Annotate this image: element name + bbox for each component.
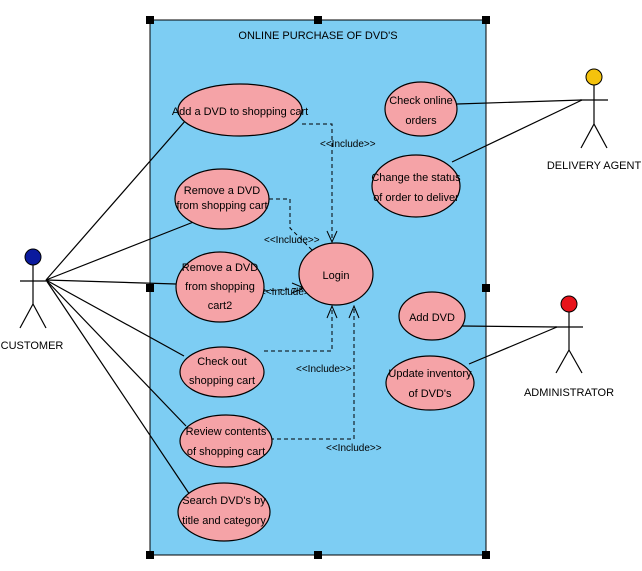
handle-bl[interactable]	[146, 551, 154, 559]
actor-delivery-agent-name: DELIVERY AGENT	[547, 160, 642, 172]
handle-bm[interactable]	[314, 551, 322, 559]
admin-associations	[461, 325, 558, 365]
administrator-head-icon	[560, 295, 578, 313]
assoc-admin-update[interactable]	[468, 326, 558, 365]
use-case-update-inventory[interactable]: Update inventory of DVD's	[385, 355, 475, 411]
dep-checkout-login[interactable]	[264, 308, 333, 352]
assoc-customer-checkout[interactable]	[45, 279, 185, 357]
use-case-remove-dvd-2[interactable]: Remove a DVD from shopping cart2	[175, 251, 265, 323]
use-case-search-dvds-line2: title and category	[182, 515, 266, 527]
use-case-change-status-line2: of order to deliver	[373, 192, 459, 204]
assoc-delivery-check[interactable]	[456, 99, 583, 105]
customer-associations	[45, 119, 197, 496]
selection-handles	[146, 16, 490, 559]
use-case-login-label: Login	[323, 270, 350, 282]
include-label-5: <<Include>>	[326, 443, 382, 454]
use-case-update-inventory-line2: of DVD's	[408, 388, 452, 400]
use-case-remove-dvd[interactable]: Remove a DVD from shopping cart	[174, 168, 270, 230]
actor-administrator-name: ADMINISTRATOR	[524, 387, 614, 399]
use-case-check-out-line2: shopping cart	[189, 375, 255, 387]
delivery-agent-head-icon	[585, 68, 603, 86]
assoc-customer-review[interactable]	[45, 279, 187, 427]
use-case-search-dvds-line1: Search DVD's by	[182, 495, 266, 507]
use-case-check-out-line1: Check out	[197, 356, 247, 368]
handle-tr[interactable]	[482, 16, 490, 24]
handle-mr[interactable]	[482, 284, 490, 292]
use-case-check-out[interactable]: Check out shopping cart	[179, 346, 265, 398]
use-case-remove-dvd-2-line3: cart2	[208, 300, 232, 312]
dep-checkout-login-head	[326, 304, 338, 319]
handle-ml[interactable]	[146, 284, 154, 292]
assoc-admin-add[interactable]	[461, 325, 558, 328]
use-case-search-dvds[interactable]: Search DVD's by title and category	[177, 482, 271, 542]
delivery-associations	[451, 99, 583, 163]
assoc-customer-search[interactable]	[45, 279, 191, 496]
assoc-customer-remove2[interactable]	[45, 279, 177, 285]
dep-remove2-login[interactable]	[263, 287, 303, 292]
actor-delivery-agent[interactable]: DELIVERY AGENT	[547, 68, 642, 172]
dep-review-login[interactable]	[270, 308, 355, 440]
use-case-remove-dvd-2-line2: from shopping	[185, 281, 255, 293]
customer-head-icon	[24, 248, 42, 266]
use-case-add-dvd-to-cart[interactable]: Add a DVD to shopping cart	[172, 83, 308, 137]
use-case-update-inventory-line1: Update inventory	[388, 368, 472, 380]
use-case-remove-dvd-2-line1: Remove a DVD	[182, 262, 258, 274]
use-case-review-contents-line1: Review contents	[186, 426, 267, 438]
dep-review-login-head	[348, 304, 360, 319]
use-case-review-contents[interactable]: Review contents of shopping cart	[179, 414, 273, 468]
assoc-delivery-change[interactable]	[451, 99, 583, 163]
actor-customer-name: CUSTOMER	[1, 340, 64, 352]
actor-customer[interactable]: CUSTOMER	[1, 248, 64, 352]
assoc-customer-add[interactable]	[45, 119, 187, 281]
use-case-review-contents-line2: of shopping cart	[187, 446, 265, 458]
use-case-remove-dvd-line2: from shopping cart	[176, 200, 267, 212]
include-dependencies	[263, 123, 360, 440]
dep-add-login[interactable]	[302, 123, 333, 240]
use-case-login[interactable]: Login	[298, 242, 374, 306]
system-title: ONLINE PURCHASE OF DVD'S	[238, 30, 397, 42]
assoc-customer-remove[interactable]	[45, 220, 197, 281]
handle-tm[interactable]	[314, 16, 322, 24]
include-label-1: <<Include>>	[320, 139, 376, 150]
dep-remove-login[interactable]	[269, 198, 319, 257]
use-case-check-online-orders[interactable]: Check online orders	[384, 81, 458, 137]
handle-tl[interactable]	[146, 16, 154, 24]
actor-administrator[interactable]: ADMINISTRATOR	[524, 295, 614, 399]
use-case-add-dvd-label: Add DVD	[409, 312, 455, 324]
use-case-change-status-line1: Change the status	[371, 172, 461, 184]
handle-br[interactable]	[482, 551, 490, 559]
use-case-add-dvd[interactable]: Add DVD	[398, 291, 466, 341]
use-case-remove-dvd-line1: Remove a DVD	[184, 185, 260, 197]
use-case-check-online-orders-line2: orders	[405, 115, 437, 127]
include-label-4: <<Include>>	[296, 364, 352, 375]
include-label-3: <<Include>>	[260, 287, 316, 298]
include-label-2: <<Include>>	[264, 235, 320, 246]
use-case-add-dvd-to-cart-line1: Add a DVD to shopping cart	[172, 106, 308, 118]
use-case-change-status[interactable]: Change the status of order to deliver	[371, 154, 461, 218]
dep-add-login-head	[326, 230, 338, 244]
use-case-check-online-orders-line1: Check online	[389, 95, 453, 107]
